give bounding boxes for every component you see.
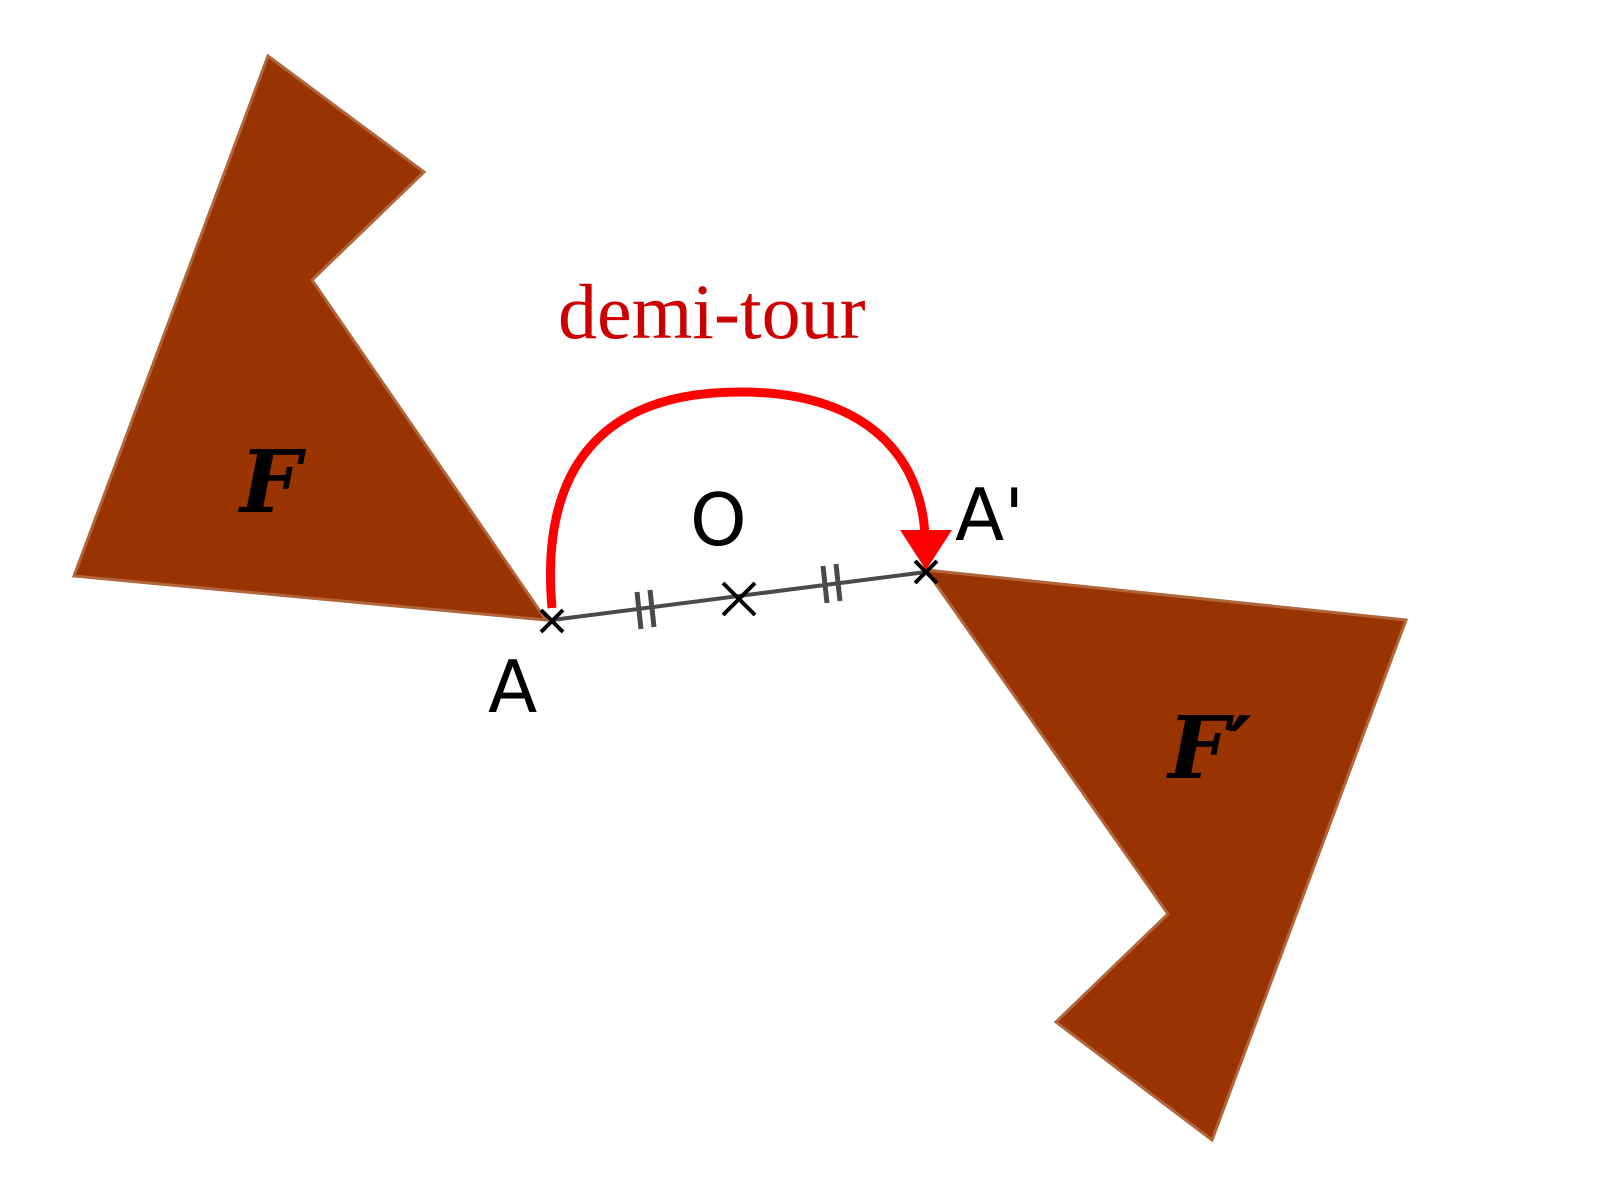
point-a-prime-marker [913,559,939,585]
figure-f-label: F [237,432,307,533]
point-a-marker [539,608,565,634]
transformation-label: demi-tour [558,268,866,355]
figure-f-prime-polygon [922,568,1409,1143]
point-a-prime-label: A' [955,473,1024,557]
figure-f-polygon [71,53,550,622]
point-o-label: O [690,478,747,562]
equal-length-mark-right [820,563,843,604]
point-a-label: A [488,645,537,729]
figure-f-prime-label: F′ [1165,698,1252,799]
half-turn-arc [546,387,930,609]
segment-a-a-prime [551,570,927,622]
equal-length-mark-left [634,589,657,630]
point-o-marker [721,581,757,617]
half-turn-arrowhead [900,530,952,570]
